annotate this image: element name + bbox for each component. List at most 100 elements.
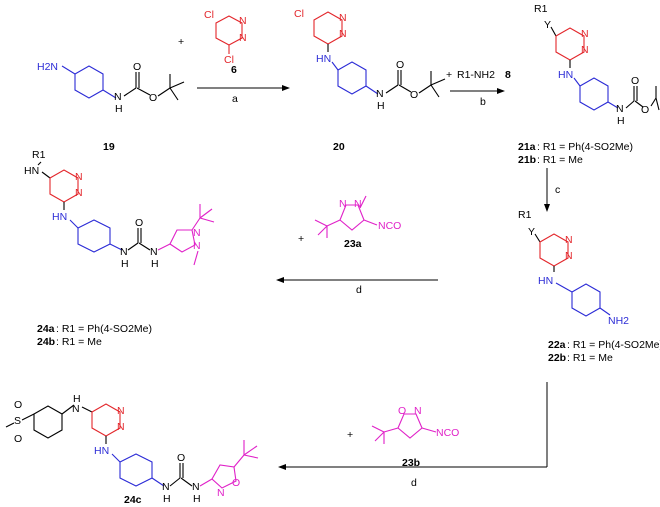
- plus-sign: +: [178, 36, 184, 48]
- urea-h1: H: [163, 493, 171, 505]
- n-1: N: [117, 405, 125, 417]
- y-atom: Y: [528, 226, 535, 238]
- n-1: N: [75, 171, 83, 183]
- n-3: N: [581, 44, 589, 56]
- arrow-a: a: [197, 85, 290, 105]
- arrow-d-bottom: d: [278, 382, 548, 489]
- compound-21: R1 Y N N HN N H O O 21a : R1 = Ph(4-SO2M…: [518, 3, 660, 166]
- label-24b: 24b: [37, 336, 55, 348]
- hn-link: HN: [316, 53, 331, 65]
- r1-atom: R1: [518, 209, 532, 221]
- carbonyl-o: O: [396, 59, 404, 71]
- urea-h2: H: [151, 258, 159, 270]
- step-c: c: [555, 184, 560, 196]
- urea-n2: N: [192, 481, 200, 493]
- n-1: N: [581, 28, 589, 40]
- arrow-b: + R1-NH2 8 b: [446, 69, 511, 108]
- compound-22: R1 Y N N HN NH2 22a : R1 = Ph(4-SO2Me) 2…: [518, 209, 660, 364]
- hn-link: HN: [94, 445, 109, 457]
- n-3: N: [565, 250, 573, 262]
- urea-n1: N: [162, 481, 170, 493]
- cl-top: Cl: [204, 9, 214, 21]
- step-a: a: [232, 93, 238, 105]
- cl-atom: Cl: [294, 8, 304, 20]
- label-24c: 24c: [124, 494, 142, 506]
- carbonyl-o: O: [133, 61, 141, 73]
- def-24a: : R1 = Ph(4-SO2Me): [56, 323, 152, 335]
- reagent-6: + Cl N N Cl 6: [178, 9, 247, 76]
- urea-o: O: [135, 217, 143, 229]
- step-d-2: d: [411, 477, 417, 489]
- compound-19: H2N N H O O 19: [37, 61, 185, 153]
- arrow-c: c: [544, 168, 560, 212]
- n-2: N: [339, 198, 347, 210]
- plus-sign: +: [298, 233, 304, 245]
- compound-20: Cl N N HN N H O O 20: [294, 8, 446, 153]
- label-6: 6: [231, 64, 237, 76]
- n-atom: N: [414, 405, 422, 417]
- n-ring: N: [217, 487, 225, 499]
- nh2-atom: NH2: [608, 315, 629, 327]
- def-24b: : R1 = Me: [56, 336, 102, 348]
- n-3: N: [117, 421, 125, 433]
- y-atom: Y: [544, 19, 551, 31]
- label-21a: 21a: [518, 141, 536, 153]
- label-24a: 24a: [37, 323, 55, 335]
- carbamate-nh: N: [114, 91, 122, 103]
- label-19: 19: [103, 141, 115, 153]
- r1-atom: R1: [32, 149, 46, 161]
- cl-bottom: Cl: [224, 54, 234, 66]
- ester-o: O: [410, 89, 418, 101]
- ester-o: O: [149, 92, 157, 104]
- label-23a: 23a: [344, 238, 362, 250]
- s-atom: S: [14, 415, 21, 427]
- step-d-1: d: [356, 284, 362, 296]
- n-2: N: [193, 227, 201, 239]
- step-b: b: [480, 96, 486, 108]
- n-1: N: [339, 12, 347, 24]
- urea-o: O: [177, 452, 185, 464]
- carbamate-nh: N: [616, 103, 624, 115]
- carbamate-h: H: [115, 103, 123, 115]
- urea-h2: H: [193, 493, 201, 505]
- label-20: 20: [333, 141, 345, 153]
- n-3: N: [339, 28, 347, 40]
- carbamate-h: H: [617, 115, 625, 127]
- reagent-23b: + O N NCO 23b: [347, 405, 459, 469]
- compound-24c: S O O H N N N HN N H O N H O N 24c: [5, 393, 259, 506]
- plus-sign: +: [347, 429, 353, 441]
- carbamate-h: H: [377, 100, 385, 112]
- carbonyl-o: O: [631, 75, 639, 87]
- o-bottom: O: [14, 433, 22, 445]
- def-21b: : R1 = Me: [537, 154, 583, 166]
- n-1: N: [565, 234, 573, 246]
- compound-24ab: R1 HN N N HN N H O N H N N 24a : R1 = Ph…: [24, 149, 215, 348]
- def-21a: : R1 = Ph(4-SO2Me): [537, 141, 633, 153]
- label-8: 8: [505, 69, 511, 81]
- n-1: N: [193, 240, 201, 252]
- def-22a: : R1 = Ph(4-SO2Me): [567, 339, 660, 351]
- n-3: N: [75, 187, 83, 199]
- urea-n2: N: [150, 246, 158, 258]
- label-22b: 22b: [548, 352, 566, 364]
- n-1: N: [239, 15, 247, 27]
- urea-n1: N: [120, 246, 128, 258]
- nco-atom: NCO: [436, 427, 459, 439]
- label-23b: 23b: [402, 457, 420, 469]
- def-22b: : R1 = Me: [567, 352, 613, 364]
- hn-atom: HN: [24, 165, 39, 177]
- arrow-d-top: d: [276, 277, 438, 296]
- urea-h1: H: [121, 258, 129, 270]
- o-atom: O: [398, 405, 406, 417]
- n-link: N: [72, 403, 80, 415]
- r1-atom: R1: [534, 3, 548, 15]
- hn-link: HN: [538, 275, 553, 287]
- carbamate-nh: N: [376, 88, 384, 100]
- nh-link: H: [73, 393, 81, 405]
- ester-o: O: [641, 104, 649, 116]
- n-3: N: [239, 32, 247, 44]
- label-22a: 22a: [548, 339, 566, 351]
- o-ring: O: [232, 477, 240, 489]
- plus-sign: +: [446, 69, 452, 81]
